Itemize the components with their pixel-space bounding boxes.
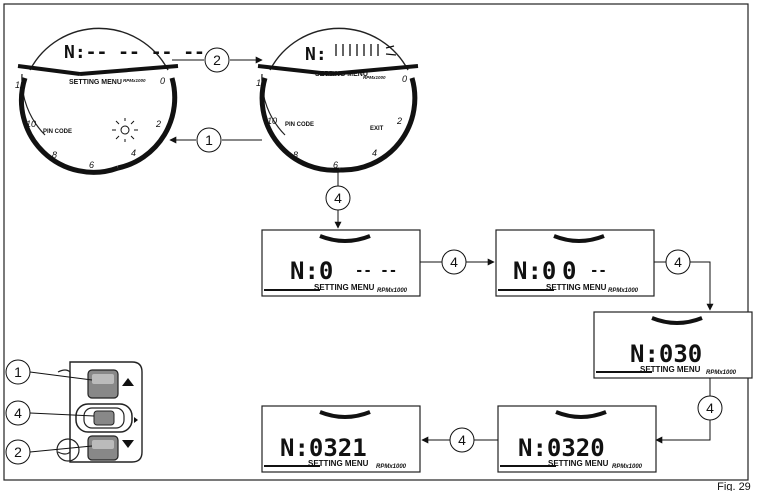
dial-tick-12: 12 <box>15 80 25 90</box>
step-4-number: 4 <box>450 254 458 270</box>
step-1-badge <box>196 127 222 153</box>
switch-label-4: 4 <box>14 405 22 421</box>
dial-n-text: N: <box>305 44 327 65</box>
dial-exit-label: EXIT <box>370 126 384 132</box>
dial-pin-code-label: PIN CODE <box>285 122 314 128</box>
lcd-panel-3: N:030 SETTING MENU RPMx1000 <box>593 311 753 379</box>
dial-rpm-label: RPMx1000 <box>363 75 386 80</box>
lcd-rpm-label: RPMx1000 <box>377 288 408 294</box>
dial-scale-arc <box>18 77 119 175</box>
dial-tick-6: 6 <box>89 160 94 170</box>
lcd-menu-label: SETTING MENU <box>640 365 701 374</box>
lcd-menu-label: SETTING MENU <box>546 283 607 292</box>
lcd-menu-label: SETTING MENU <box>314 283 375 292</box>
step-4-number: 4 <box>458 432 466 448</box>
arrow-down-icon <box>122 440 134 448</box>
dial-tick-4: 4 <box>131 148 136 158</box>
dial-menu-label: SETTING MENU <box>315 71 368 78</box>
step-4-number: 4 <box>706 400 714 416</box>
lcd-n-text: N:0321 <box>280 434 367 462</box>
step-1-number: 1 <box>205 132 213 148</box>
arrow-step-4 <box>655 420 711 444</box>
arrow-up-icon <box>122 378 134 386</box>
dial-tick-10: 10 <box>267 116 277 126</box>
dial-n-text: N:-- -- -- -- <box>64 42 205 63</box>
dial-top-left: N:-- -- -- -- SETTING MENU RPMx1000 PIN … <box>15 27 205 175</box>
lcd-rpm-label: RPMx1000 <box>706 370 737 376</box>
dial-pin-code-label: PIN CODE <box>43 129 72 135</box>
lcd-n-text: N:0 <box>290 257 333 285</box>
lcd-menu-label: SETTING MENU <box>308 459 369 468</box>
switch-label-1: 1 <box>14 364 22 380</box>
lcd-panel-5: N:0321 SETTING MENU RPMx1000 <box>261 405 421 473</box>
lcd-dashes: -- <box>590 263 607 279</box>
dial-tick-10: 10 <box>26 119 36 129</box>
lcd-n-text: N:0 <box>513 257 556 285</box>
handlebar-switch <box>56 361 143 463</box>
lcd-n-text: N:030 <box>630 340 702 368</box>
lcd-rpm-label: RPMx1000 <box>612 464 643 470</box>
lcd-dashes: -- -- <box>355 263 397 279</box>
step-4-number: 4 <box>674 254 682 270</box>
dial-tick-4: 4 <box>372 148 377 158</box>
step-2-number: 2 <box>213 52 221 68</box>
arrow-right-icon <box>134 417 138 423</box>
lcd-n-text: N:0320 <box>518 434 605 462</box>
arrow-step-4 <box>690 261 714 311</box>
step-2-badge <box>204 47 230 73</box>
dial-tick-6: 6 <box>333 160 338 170</box>
dial-menu-label: SETTING MENU <box>69 79 122 86</box>
lcd-panel-4: N:0320 SETTING MENU RPMx1000 <box>497 405 657 473</box>
blinking-key-icon <box>112 118 138 142</box>
lcd-menu-label: SETTING MENU <box>548 459 609 468</box>
figure-label: Fig. 29 <box>717 481 751 491</box>
lcd-rpm-label: RPMx1000 <box>608 288 639 294</box>
lcd-blinking-digit: 0 <box>562 257 576 285</box>
lcd-panel-1: N:0 -- -- SETTING MENU RPMx1000 <box>261 229 421 297</box>
dial-tick-0: 0 <box>160 76 165 86</box>
dial-tick-12: 12 <box>256 78 266 88</box>
dial-tick-2: 2 <box>396 116 402 126</box>
dial-tick-0: 0 <box>402 74 407 84</box>
figure-frame <box>3 3 749 481</box>
blinking-digits <box>335 44 397 56</box>
lcd-rpm-label: RPMx1000 <box>376 464 407 470</box>
dial-tick-2: 2 <box>155 119 161 129</box>
dial-rpm-label: RPMx1000 <box>123 78 146 83</box>
dial-scale-arc <box>259 77 341 173</box>
dial-tick-8: 8 <box>52 150 57 160</box>
lcd-panel-2: N:0 0 -- SETTING MENU RPMx1000 <box>495 229 655 297</box>
switch-label-2: 2 <box>14 444 22 460</box>
step-4-number: 4 <box>334 190 342 206</box>
dial-tick-8: 8 <box>293 150 298 160</box>
dial-top-right: N: SETTING MENU RPMx1000 PIN CODE EXIT 1… <box>256 27 419 173</box>
